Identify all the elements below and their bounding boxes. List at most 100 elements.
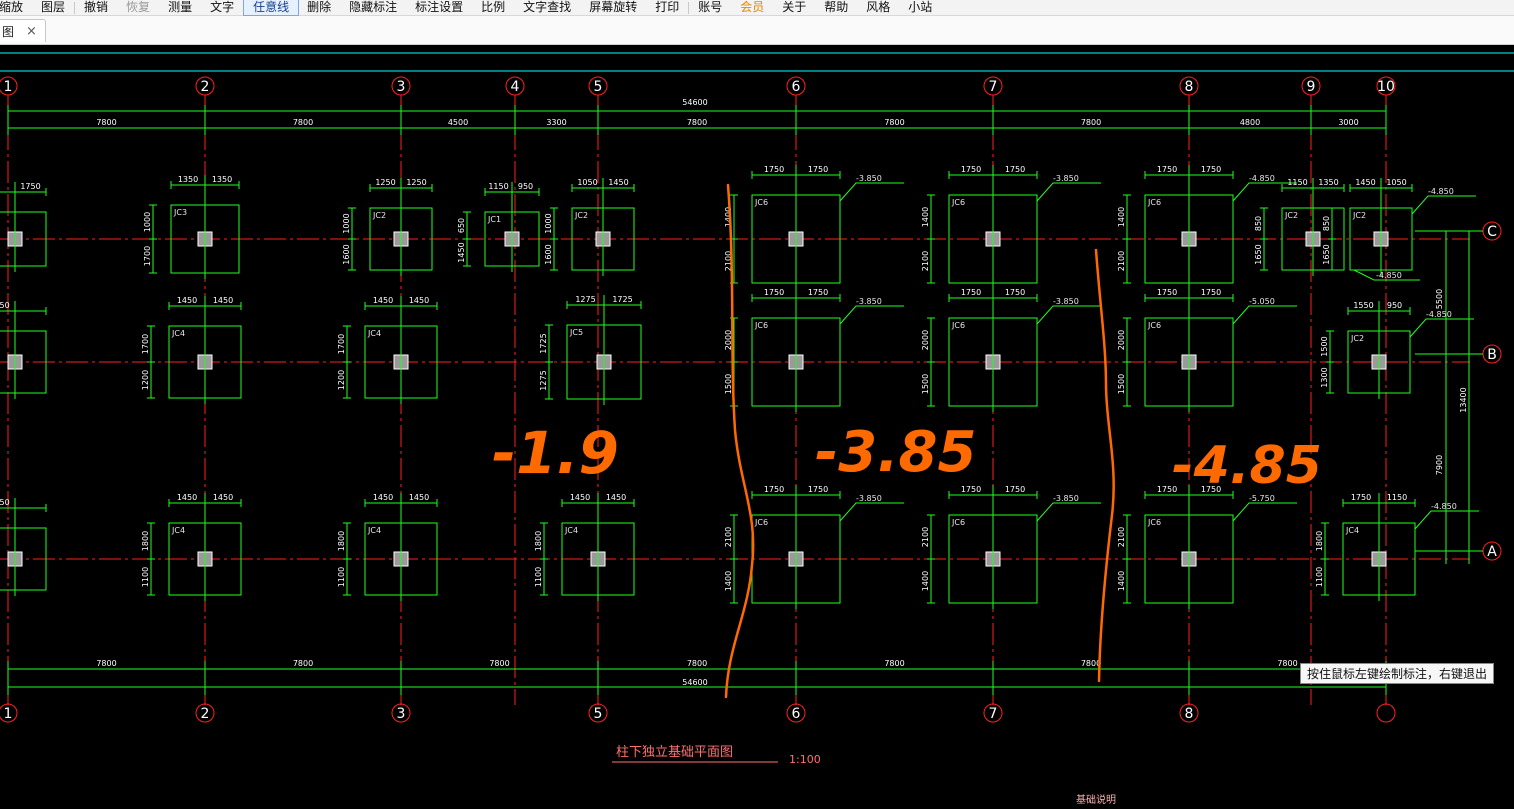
footing-dim-w1: 1750 [1157,165,1177,174]
footing-dim-h1: 2100 [921,527,930,547]
footing-dim-w2: 950 [1387,301,1402,310]
footing-dim-h2: 2100 [724,251,733,271]
footing-dim-h2: 1600 [342,244,351,264]
footing-r1-7 [1123,165,1297,289]
footing-dim-h2: 1500 [921,374,930,394]
axis-bubble-top [505,76,525,96]
status-hint: 按住鼠标左键绘制标注，右键退出 [1300,663,1495,684]
menu-item-18[interactable]: 风格 [866,0,891,14]
footing-r1-4 [550,178,635,276]
tab-bar: 图 × [0,16,1514,45]
footing-dim-w1: 1550 [0,498,10,507]
footing-r2-7 [1326,301,1474,399]
footing-dim-h1: 1700 [141,334,150,354]
footing-label: JC6 [1147,321,1161,330]
footing-r3-3 [540,493,635,601]
footing-r2-6 [1123,288,1297,412]
axis-bubble-bottom [195,703,215,723]
axis-label-top: 5 [594,79,603,95]
footing-label: JC3 [173,208,187,217]
footing-dim-w2: 1750 [1005,288,1025,297]
menu-item-7[interactable]: 删除 [307,0,332,14]
axis-bubble-bottom [391,703,411,723]
footing-r3-4 [730,485,904,609]
footing-label: JC2 [1352,211,1366,220]
footing-label: JC6 [1147,518,1161,527]
footing-dim-h1: 1700 [337,334,346,354]
menu-item-8[interactable]: 隐藏标注 [349,0,398,14]
axis-label-top: 6 [792,79,801,95]
dim-span-bottom: 7800 [1081,659,1101,668]
footing-dim-w2: 1450 [409,296,429,305]
footing-dim-w2: 950 [518,182,533,191]
footing-dim-h2: 1200 [141,370,150,390]
menu-item-11[interactable]: 文字查找 [523,0,572,14]
menu-item-6[interactable]: 任意线 [243,0,300,16]
footing-label: JC4 [171,329,185,338]
footing-dim-w2: 1750 [808,485,828,494]
menu-item-10[interactable]: 比例 [481,0,506,14]
footing-dim-w1: 1150 [488,182,508,191]
axis-label-bottom: 2 [201,706,210,722]
dim-span-bottom: 7800 [687,659,707,668]
axis-bubble-bottom [1179,703,1199,723]
footing-dim-w2: 1150 [1387,493,1407,502]
footing-dim-h1: 1400 [921,207,930,227]
footing-label: JC2 [1350,334,1364,343]
menu-item-19[interactable]: 小站 [908,0,933,14]
footing-r1-9 [1328,178,1476,281]
menu-separator [688,1,690,14]
footing-dim-w1: 1750 [764,165,784,174]
menu-item-4[interactable]: 测量 [168,0,193,14]
dim-span-bottom: 7800 [1277,659,1297,668]
footing-dim-h1: 1000 [544,213,553,233]
footing-dim-h2: 1100 [1315,567,1324,587]
axis-label-top: 8 [1185,79,1194,95]
footing-label: JC6 [951,198,965,207]
footing-dim-w2: 1450 [213,493,233,502]
footing-dim-h2: 1100 [141,567,150,587]
footing-dim-h1: 2000 [724,330,733,350]
tab-drawing[interactable]: 图 × [0,19,46,42]
footing-label: JC1 [487,215,501,224]
elev-label: -3.850 [856,494,882,503]
footing-r3-2 [343,493,438,601]
footing-dim-w2: 1750 [808,165,828,174]
axis-label-top: 3 [397,79,406,95]
menu-item-14[interactable]: 账号 [698,0,723,14]
close-icon[interactable]: × [26,23,37,39]
footing-dim-h1: 1000 [342,213,351,233]
elev-leader [1411,195,1476,215]
dim-span-top: 7800 [1081,118,1101,127]
footing-dim-w1: 1150 [1287,178,1307,187]
menu-item-5[interactable]: 文字 [210,0,235,14]
menu-item-1[interactable]: 图层 [41,0,66,14]
menu-item-9[interactable]: 标注设置 [415,0,464,14]
footing-dim-h2: 1650 [1254,244,1263,264]
footing-dim-w1: 1750 [1351,493,1371,502]
menu-item-0[interactable]: 缩放 [0,0,24,14]
menu-item-2[interactable]: 撤销 [84,0,109,14]
menu-item-15[interactable]: 会员 [740,0,765,14]
elev-label: -5.750 [1249,494,1275,503]
footing-r2-5 [927,288,1101,412]
menu-item-16[interactable]: 关于 [782,0,807,14]
menu-item-17[interactable]: 帮助 [824,0,849,14]
footing-dim-h2: 1400 [724,571,733,591]
footing-dim-h1: 1800 [141,531,150,551]
axis-bubble-top [1376,76,1396,96]
footing-r3-7 [1321,493,1479,601]
footing-label: JC2 [372,211,386,220]
axis-bubble-top [195,76,215,96]
axis-label-bottom: 1 [4,706,13,722]
axis-bubble-bottom [588,703,608,723]
elev-label: -4.850 [1431,502,1457,511]
menu-item-12[interactable]: 屏幕旋转 [589,0,638,14]
footing-label: JC2 [1284,211,1298,220]
menu-item-13[interactable]: 打印 [655,0,680,14]
elev-label: -3.850 [1053,297,1079,306]
menu-item-3[interactable]: 恢复 [126,0,151,14]
footing-r2-4 [730,288,904,412]
